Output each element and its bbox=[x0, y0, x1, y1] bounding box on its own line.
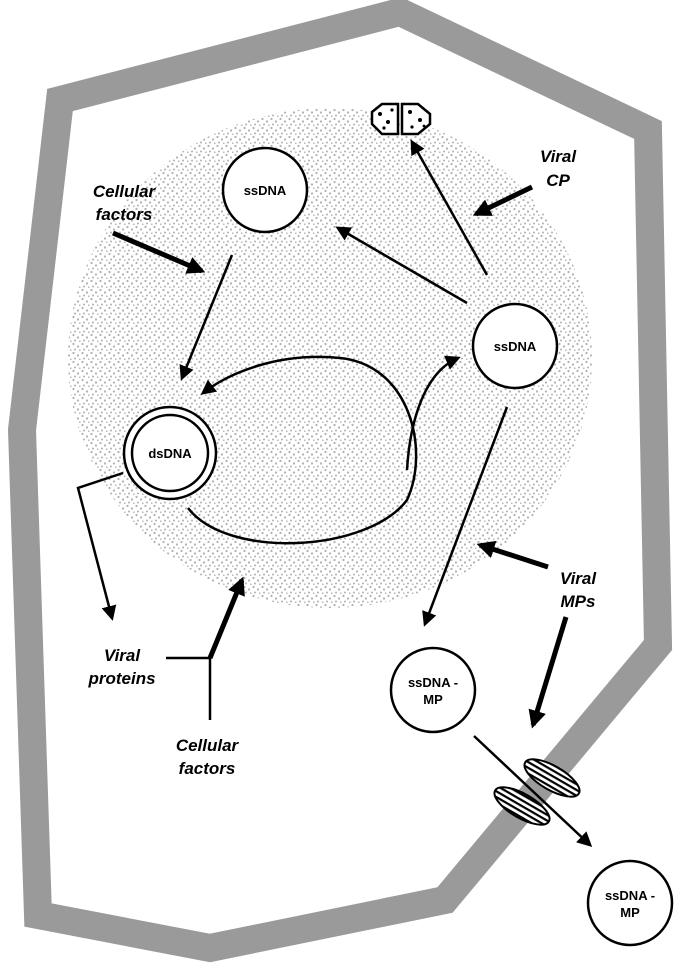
replication-branch bbox=[405, 355, 461, 471]
label-viral-proteins: Viral proteins bbox=[87, 646, 155, 688]
svg-text:ssDNA: ssDNA bbox=[244, 183, 287, 198]
svg-text:ssDNA: ssDNA bbox=[494, 339, 537, 354]
label-viral-mps: Viral MPs bbox=[560, 569, 598, 611]
node-ssdna-mp-2: ssDNA - MP bbox=[586, 859, 674, 947]
svg-text:ssDNA -: ssDNA - bbox=[605, 888, 655, 903]
svg-text:Cellular: Cellular bbox=[93, 182, 157, 201]
svg-text:dsDNA: dsDNA bbox=[148, 446, 192, 461]
arrow-ssdna-mp-movement bbox=[473, 735, 593, 848]
node-ssdna-right: ssDNA bbox=[471, 302, 559, 390]
arrow-to-ssdna-mp bbox=[422, 406, 509, 627]
label-cellular-factors-bottom: Cellular factors bbox=[176, 736, 240, 778]
node-ssdna-top: ssDNA bbox=[221, 146, 309, 234]
replication-loop bbox=[187, 355, 418, 545]
plasmodesma-icon bbox=[493, 758, 581, 826]
svg-text:Viral: Viral bbox=[104, 646, 142, 665]
svg-text:proteins: proteins bbox=[87, 669, 155, 688]
svg-text:factors: factors bbox=[96, 205, 153, 224]
node-dsdna: dsDNA bbox=[122, 405, 218, 501]
virion-icon bbox=[370, 102, 432, 136]
svg-text:Viral: Viral bbox=[560, 569, 598, 588]
arrow-ssdna-to-dsdna bbox=[179, 254, 234, 381]
svg-text:ssDNA -: ssDNA - bbox=[408, 675, 458, 690]
label-cellular-factors-top: Cellular factors bbox=[93, 182, 157, 224]
arrow-viral-mps-plasmodesma bbox=[528, 616, 569, 729]
svg-text:Cellular: Cellular bbox=[176, 736, 240, 755]
arrows bbox=[76, 139, 593, 848]
arrow-to-ssdna-top bbox=[335, 226, 468, 305]
svg-text:Viral: Viral bbox=[540, 147, 578, 166]
svg-text:factors: factors bbox=[179, 759, 236, 778]
arrow-cellular-factors-top bbox=[112, 230, 206, 274]
svg-text:MP: MP bbox=[423, 692, 443, 707]
arrow-cellular-factors-bottom bbox=[207, 576, 245, 659]
arrow-dsdna-to-viral-proteins bbox=[76, 471, 124, 621]
arrow-viral-mps-nucleus bbox=[476, 540, 549, 570]
svg-text:MPs: MPs bbox=[561, 592, 596, 611]
arrow-to-virion bbox=[410, 139, 489, 276]
label-viral-cp: Viral CP bbox=[540, 147, 578, 190]
node-ssdna-mp-1: ssDNA - MP bbox=[389, 646, 477, 734]
svg-text:CP: CP bbox=[546, 171, 570, 190]
arrow-viral-cp bbox=[472, 184, 534, 217]
svg-text:MP: MP bbox=[620, 905, 640, 920]
